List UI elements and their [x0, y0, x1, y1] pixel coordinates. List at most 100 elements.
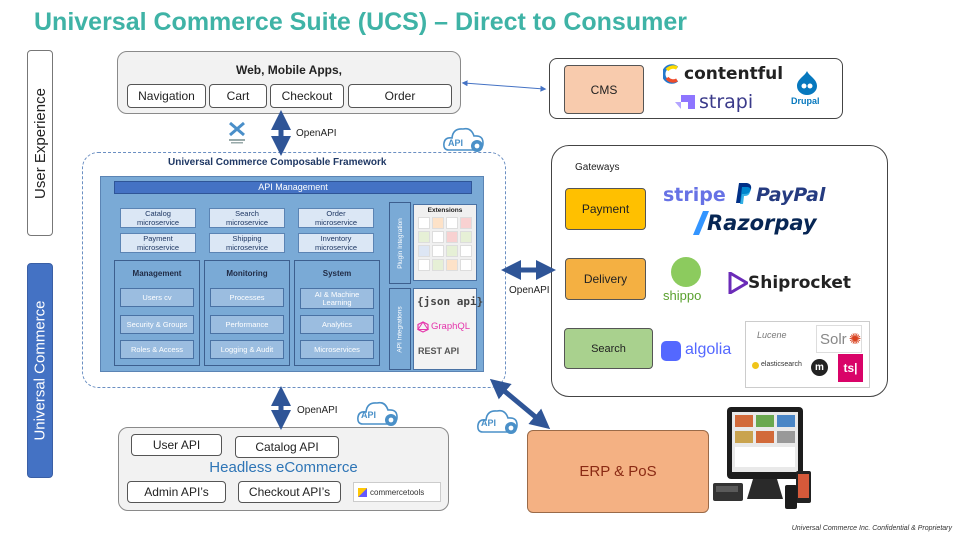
extension-tile — [418, 231, 430, 243]
solr-text: Solr — [820, 330, 847, 348]
management-title: Management — [132, 269, 182, 278]
extension-tile — [432, 245, 444, 257]
extension-tile — [446, 231, 458, 243]
catalog-ms-line2: microservice — [136, 218, 180, 227]
user-experience-label: User Experience — [27, 50, 53, 236]
strapi-logo: strapi — [699, 91, 754, 113]
microservices-item: Microservices — [300, 340, 374, 359]
pos-terminal-icon — [713, 405, 813, 511]
shiprocket-logo: Shiprocket — [748, 273, 851, 293]
order-box[interactable]: Order — [348, 84, 452, 108]
processes-item: Processes — [210, 288, 284, 307]
extensions-grid — [418, 217, 476, 271]
extension-tile — [460, 231, 472, 243]
payment-box[interactable]: Payment — [565, 188, 646, 230]
api-integrations-strip: API Integrations — [389, 288, 411, 370]
elasticsearch-logo: elasticsearch — [761, 361, 802, 368]
ucs-logo-icon — [226, 120, 248, 146]
shippo-icon — [671, 257, 701, 287]
logging-audit-item: Logging & Audit — [210, 340, 284, 359]
paypal-logo: PayPal — [756, 184, 826, 206]
cart-box[interactable]: Cart — [209, 84, 267, 108]
json-api-logo: {json api} — [417, 295, 484, 308]
checkout-api-box[interactable]: Checkout API’s — [238, 481, 341, 503]
api-badge-erp: API — [481, 418, 497, 428]
stripe-logo: stripe — [663, 184, 726, 206]
solr-sun-icon: ✺ — [848, 331, 862, 348]
framework-title: Universal Commerce Composable Framework — [168, 157, 387, 168]
typesense-logo: ts| — [838, 354, 863, 382]
extension-tile — [432, 217, 444, 229]
payment-ms-line1: Payment — [143, 234, 173, 243]
search-ms-line2: microservice — [225, 218, 269, 227]
extension-tile — [446, 245, 458, 257]
navigation-box[interactable]: Navigation — [127, 84, 206, 108]
search-ms-line1: Search — [235, 209, 259, 218]
shipping-ms-line1: Shipping — [232, 234, 262, 243]
extensions-box: Extensions — [413, 204, 477, 281]
api-cloud-icon — [355, 396, 405, 430]
catalog-api-box[interactable]: Catalog API — [235, 436, 339, 458]
commercetools-icon — [358, 487, 367, 497]
drupal-icon — [795, 70, 819, 96]
razorpay-logo: Razorpay — [707, 211, 817, 235]
api-badge-bottom: API — [361, 410, 377, 420]
lucene-logo: Lucene — [757, 330, 787, 340]
openapi-mid-label: OpenAPI — [509, 285, 550, 296]
algolia-icon — [661, 341, 681, 361]
solr-logo: Solr ✺ — [816, 325, 862, 353]
openapi-top-label: OpenAPI — [296, 128, 337, 139]
cms-box[interactable]: CMS — [564, 65, 644, 114]
inventory-ms-line1: Inventory — [320, 234, 352, 243]
graphql-icon — [417, 320, 429, 333]
performance-item: Performance — [210, 315, 284, 334]
strapi-icon — [675, 95, 695, 112]
openapi-bottom-label: OpenAPI — [297, 405, 338, 416]
shipping-ms-line2: microservice — [225, 243, 269, 252]
api-cloud-icon — [441, 122, 491, 156]
razorpay-icon — [693, 211, 709, 235]
payment-ms-line2: microservice — [136, 243, 180, 252]
extension-tile — [418, 245, 430, 257]
page-title: Universal Commerce Suite (UCS) – Direct … — [34, 8, 687, 36]
contentful-icon — [661, 64, 681, 84]
extension-tile — [432, 231, 444, 243]
commercetools-logo: commercetools — [353, 482, 441, 502]
extension-tile — [446, 217, 458, 229]
api-management-bar: API Management — [114, 181, 472, 194]
system-title: System — [322, 269, 352, 278]
catalog-ms-line1: Catalog — [145, 209, 171, 218]
extensions-title: Extensions — [427, 207, 463, 214]
extension-tile — [446, 259, 458, 271]
roles-access-item: Roles & Access — [120, 340, 194, 359]
extension-tile — [432, 259, 444, 271]
order-ms-line1: Order — [326, 209, 346, 218]
meilisearch-logo: m — [811, 359, 828, 376]
erp-pos-box[interactable]: ERP & PoS — [527, 430, 709, 513]
users-item: Users cv — [120, 288, 194, 307]
admin-api-box[interactable]: Admin API’s — [127, 481, 226, 503]
extension-tile — [460, 259, 472, 271]
user-api-box[interactable]: User API — [131, 434, 222, 456]
contentful-logo: contentful — [684, 64, 784, 84]
cms-connector-line — [461, 80, 547, 92]
delivery-box[interactable]: Delivery — [565, 258, 646, 300]
erp-diagonal-arrow — [489, 378, 551, 430]
drupal-logo: Drupal — [791, 96, 820, 106]
footer-confidential: Universal Commerce Inc. Confidential & P… — [791, 525, 952, 532]
commercetools-text: commercetools — [370, 487, 425, 497]
elasticsearch-icon — [752, 362, 759, 369]
search-box[interactable]: Search — [564, 328, 653, 369]
rest-api-logo: REST API — [418, 346, 460, 356]
checkout-box[interactable]: Checkout — [270, 84, 344, 108]
graphql-logo: GraphQL — [431, 321, 471, 332]
web-mobile-apps-title: Web, Mobile Apps, — [235, 63, 342, 77]
inventory-ms-line2: microservice — [314, 243, 358, 252]
paypal-icon — [736, 183, 752, 205]
monitoring-title: Monitoring — [226, 269, 268, 278]
